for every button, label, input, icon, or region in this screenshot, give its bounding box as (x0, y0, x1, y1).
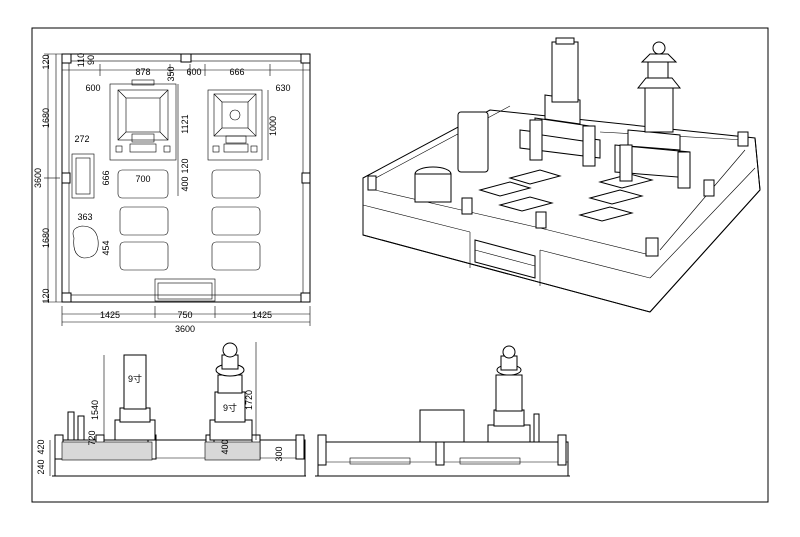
wall-post (301, 172, 311, 184)
iso-monument-left (519, 37, 601, 167)
dim-600-b: 600 (85, 83, 100, 93)
dim-272: 272 (74, 134, 89, 144)
dim-630: 630 (275, 83, 290, 93)
dim-878: 878 (135, 67, 150, 77)
dim-1425-b: 1425 (252, 310, 272, 320)
plan-view: 120 110 90 878 350 600 666 600 630 1121 … (33, 53, 311, 334)
sheet-border (31, 27, 769, 503)
isometric-view (362, 37, 761, 313)
iso-stela (457, 111, 489, 173)
garden-stone (72, 225, 99, 259)
iso-stone (414, 173, 452, 203)
corner-post (300, 53, 311, 64)
corner-post (300, 292, 311, 303)
entrance-step (154, 278, 216, 302)
dim-1680-a: 1680 (41, 108, 51, 128)
dim-1000: 1000 (268, 116, 278, 136)
dim-120-mid: 120 (180, 158, 190, 173)
dim-350: 350 (166, 66, 176, 81)
paving-slab (211, 206, 261, 236)
dim-90: 90 (86, 55, 96, 65)
iso-post (535, 211, 547, 229)
dim-400-elev: 400 (220, 439, 230, 454)
dim-700: 700 (135, 174, 150, 184)
corner-post (61, 53, 72, 64)
dim-454: 454 (101, 240, 111, 255)
paving-slab (211, 241, 261, 271)
iso-post (737, 131, 749, 147)
dim-1680-b: 1680 (41, 228, 51, 248)
right-monument-plan (207, 89, 263, 161)
dim-1425-a: 1425 (100, 310, 120, 320)
dim-120-bottom: 120 (41, 288, 51, 303)
side-elevation (315, 345, 570, 477)
iso-post (703, 179, 715, 197)
dim-1540: 1540 (90, 400, 100, 420)
iso-post (645, 237, 659, 257)
dim-420: 420 (36, 439, 46, 454)
dim-3600-left: 3600 (33, 168, 43, 188)
dim-400: 400 (180, 176, 190, 191)
dim-1121: 1121 (180, 114, 190, 133)
dim-666-a: 666 (229, 67, 244, 77)
iso-post (461, 197, 473, 215)
left-monument-plan (109, 79, 177, 161)
elev-label-9sun-right: 9寸 (223, 402, 237, 413)
iso-monument-right (614, 41, 691, 189)
bench-inner (75, 157, 91, 195)
dim-120-top: 120 (41, 54, 51, 69)
bench-plan (71, 153, 95, 199)
elev-label-9sun-left: 9寸 (128, 373, 142, 384)
dim-363: 363 (77, 212, 92, 222)
dim-300: 300 (274, 446, 284, 461)
paving-slab (211, 169, 261, 199)
front-elevation: 9寸 9寸 420 240 1540 720 1720 400 300 (36, 342, 306, 477)
dim-3600-bottom: 3600 (175, 324, 195, 334)
dim-750: 750 (177, 310, 192, 320)
paving-slab (119, 241, 169, 271)
iso-post (367, 175, 377, 191)
dim-600-a: 600 (186, 67, 201, 77)
paving-slab (119, 206, 169, 236)
dim-1720: 1720 (244, 390, 254, 410)
dim-720: 720 (87, 430, 97, 445)
paving-slab (117, 169, 169, 199)
dim-240: 240 (36, 459, 46, 474)
iso-steps (474, 239, 536, 279)
dim-666-b: 666 (101, 170, 111, 185)
corner-post (61, 292, 72, 303)
wall-post (61, 172, 71, 184)
dim-110: 110 (76, 53, 86, 67)
wall-post (180, 53, 192, 63)
